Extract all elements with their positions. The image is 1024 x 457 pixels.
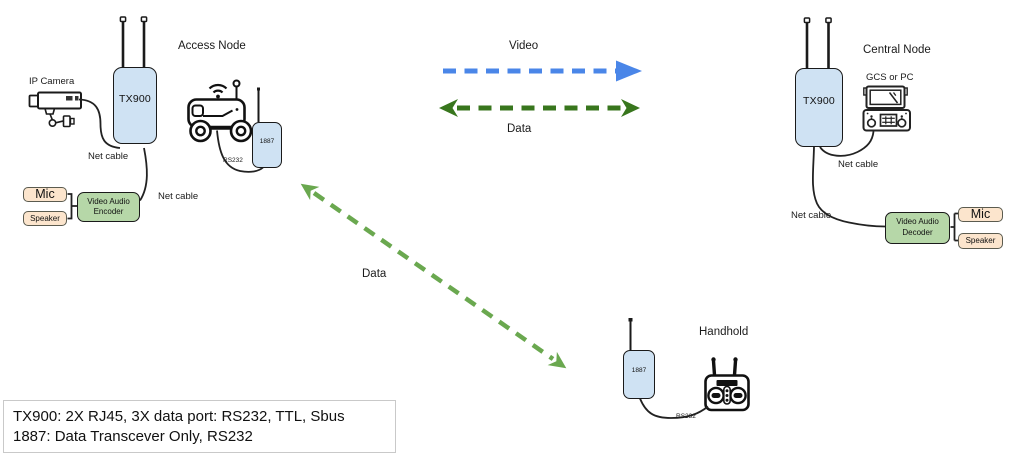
tx900-central-device: TX900 xyxy=(795,68,843,147)
rs232-label-access: RS232 xyxy=(223,156,243,164)
cable-tx900-to-encoder xyxy=(139,147,148,201)
bracket-decoder-mic-speaker xyxy=(950,212,958,242)
tx900-central-antennas xyxy=(803,17,832,68)
tx900-access-antennas xyxy=(119,16,148,67)
cable-tx900-to-gcs xyxy=(819,131,875,157)
legend-note-box: TX900: 2X RJ45, 3X data port: RS232, TTL… xyxy=(3,400,396,453)
encoder-label-line2: Encoder xyxy=(93,207,124,216)
gcs-label: GCS or PC xyxy=(866,71,914,83)
mic-access-label: Mic xyxy=(35,187,55,202)
radio-access-antenna xyxy=(257,87,260,122)
note-line-1: TX900: 2X RJ45, 3X data port: RS232, TTL… xyxy=(13,408,345,425)
mic-central-label: Mic xyxy=(970,207,991,222)
mic-central-box: Mic xyxy=(958,206,1003,222)
speaker-access-box: Speaker xyxy=(23,211,67,226)
ip-camera-label: IP Camera xyxy=(29,75,75,87)
note-line-2: 1887: Data Transcever Only, RS232 xyxy=(13,428,253,445)
data-link-label: Data xyxy=(507,122,532,135)
diagonal-data-link-label: Data xyxy=(362,267,387,280)
speaker-central-label: Speaker xyxy=(965,236,996,246)
net-cable-label-camera: Net cable xyxy=(88,150,129,162)
video-audio-decoder-box: Video Audio Decoder xyxy=(885,211,950,244)
tx900-access-label: TX900 xyxy=(119,92,151,105)
robot-icon xyxy=(187,79,253,143)
cable-tx900-to-decoder xyxy=(811,146,886,228)
video-audio-encoder-box: Video Audio Encoder xyxy=(77,192,140,222)
bracket-mic-speaker-encoder xyxy=(67,193,77,220)
radio-1887-access-label: 1887 xyxy=(259,138,275,145)
ip-camera-icon xyxy=(28,91,82,128)
radio-1887-access: 1887 xyxy=(252,122,282,168)
central-node-title: Central Node xyxy=(863,43,931,56)
diagonal-data-link-arrow xyxy=(300,183,567,369)
speaker-central-box: Speaker xyxy=(958,233,1003,249)
radio-1887-handhold-label: 1887 xyxy=(631,367,647,375)
net-cable-label-encoder: Net cable xyxy=(158,191,199,202)
rs232-label-handhold: RS232 xyxy=(676,412,696,420)
mic-access-box: Mic xyxy=(23,187,67,202)
gcs-icon xyxy=(862,85,911,132)
video-link-label: Video xyxy=(509,40,539,52)
cable-radio-to-controller xyxy=(639,398,709,419)
decoder-label-line2: Decoder xyxy=(902,227,933,237)
access-node-title: Access Node xyxy=(178,40,246,52)
rc-controller-icon xyxy=(704,357,750,412)
tx900-central-label: TX900 xyxy=(803,95,835,107)
encoder-label-line1: Video Audio xyxy=(87,196,130,206)
net-cable-label-decoder: Net cable xyxy=(791,210,832,221)
cable-camera-to-tx900 xyxy=(78,98,121,149)
decoder-label-line1: Video Audio xyxy=(896,217,939,227)
cable-robot-to-radio xyxy=(216,130,264,173)
handhold-title: Handhold xyxy=(699,325,749,338)
net-cable-label-gcs: Net cable xyxy=(838,158,879,170)
radio-1887-handhold: 1887 xyxy=(623,350,655,399)
cables xyxy=(67,98,958,419)
radio-handhold-antenna xyxy=(628,318,633,350)
speaker-access-label: Speaker xyxy=(30,214,60,223)
tx900-access-device: TX900 xyxy=(113,67,157,144)
